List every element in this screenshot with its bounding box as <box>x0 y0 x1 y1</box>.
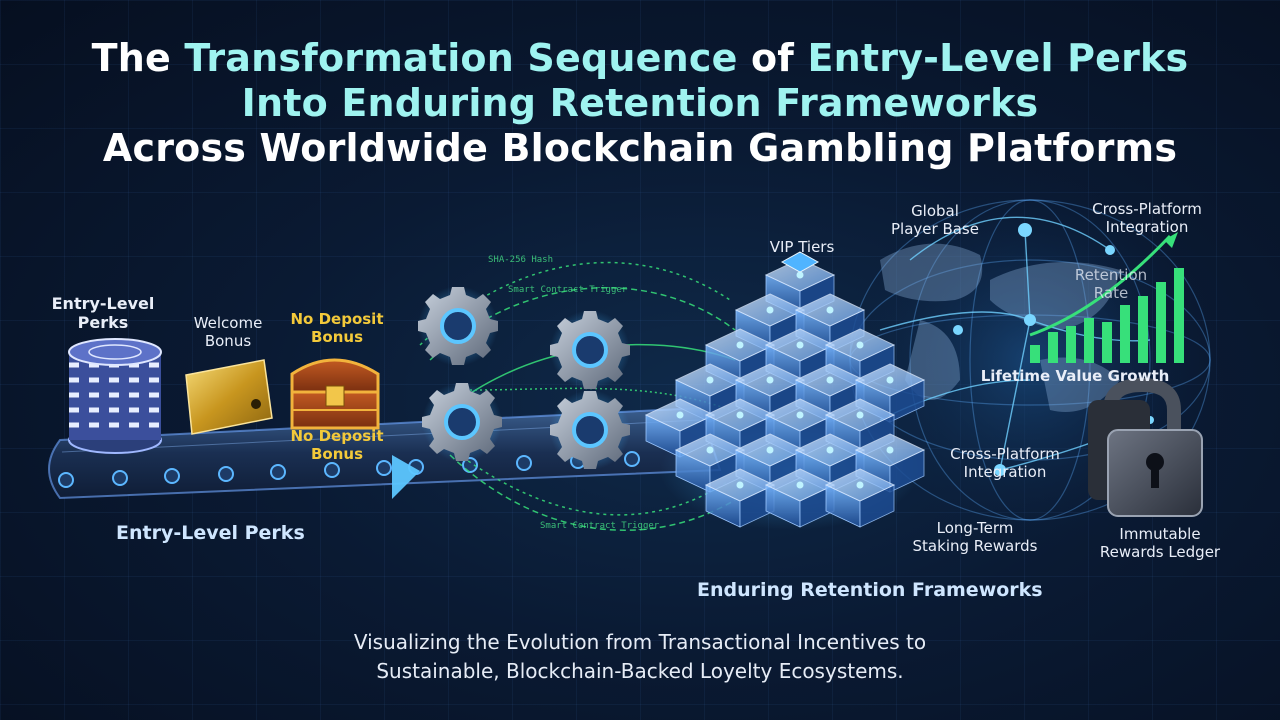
chip-stack-icon <box>69 339 161 453</box>
retention-rate-label: Retention Rate <box>1056 266 1166 302</box>
treasure-chest-icon <box>292 360 378 428</box>
cube-light <box>677 412 684 419</box>
cube-light <box>827 377 834 384</box>
code-snippets: SHA-256 Hash Smart Contract Trigger Smar… <box>488 255 660 531</box>
cube-light <box>737 342 744 349</box>
cube-light <box>857 412 864 419</box>
chips-label: Entry-Level Perks <box>48 294 158 332</box>
ltv-growth-label: Lifetime Value Growth <box>980 367 1170 385</box>
gear-icon <box>422 382 502 462</box>
cross-platform-label-mid: Cross-Platform Integration <box>935 445 1075 481</box>
page-subtitle: Visualizing the Evolution from Transacti… <box>0 628 1280 686</box>
staking-rewards-label: Long-Term Staking Rewards <box>895 519 1055 555</box>
cube-light <box>857 482 864 489</box>
cube-light <box>797 342 804 349</box>
welcome-bonus-label: Welcome Bonus <box>178 314 278 350</box>
cube-light <box>887 447 894 454</box>
cube-light <box>797 482 804 489</box>
code-snippet: Smart Contract Trigger <box>540 521 660 531</box>
retention-section-label: Enduring Retention Frameworks <box>697 579 1043 601</box>
entry-level-section-label: Entry-Level Perks <box>116 522 305 544</box>
cube-light <box>767 377 774 384</box>
immutable-ledger-label: Immutable Rewards Ledger <box>1080 525 1240 561</box>
cube-light <box>737 412 744 419</box>
global-player-base-label: Global Player Base <box>870 202 1000 238</box>
cube-light <box>767 307 774 314</box>
cube-light <box>857 342 864 349</box>
gear-icon <box>550 310 630 390</box>
no-deposit-label-bottom: No Deposit Bonus <box>278 427 396 463</box>
cube-light <box>827 307 834 314</box>
vip-tiers-label: VIP Tiers <box>742 238 862 256</box>
cube-light <box>707 377 714 384</box>
cube-light <box>737 482 744 489</box>
code-snippet: SHA-256 Hash <box>488 255 553 265</box>
gear-icon <box>550 390 630 470</box>
cross-platform-label-top: Cross-Platform Integration <box>1072 200 1222 236</box>
cube-light <box>827 447 834 454</box>
code-snippet: Smart Contract Trigger <box>508 285 628 295</box>
no-deposit-label-top: No Deposit Bonus <box>278 310 396 346</box>
gold-card-icon <box>186 360 272 434</box>
cube-light <box>887 377 894 384</box>
cube-light <box>707 447 714 454</box>
gear-icon <box>418 286 498 366</box>
cube-light <box>767 447 774 454</box>
cube-light <box>797 412 804 419</box>
